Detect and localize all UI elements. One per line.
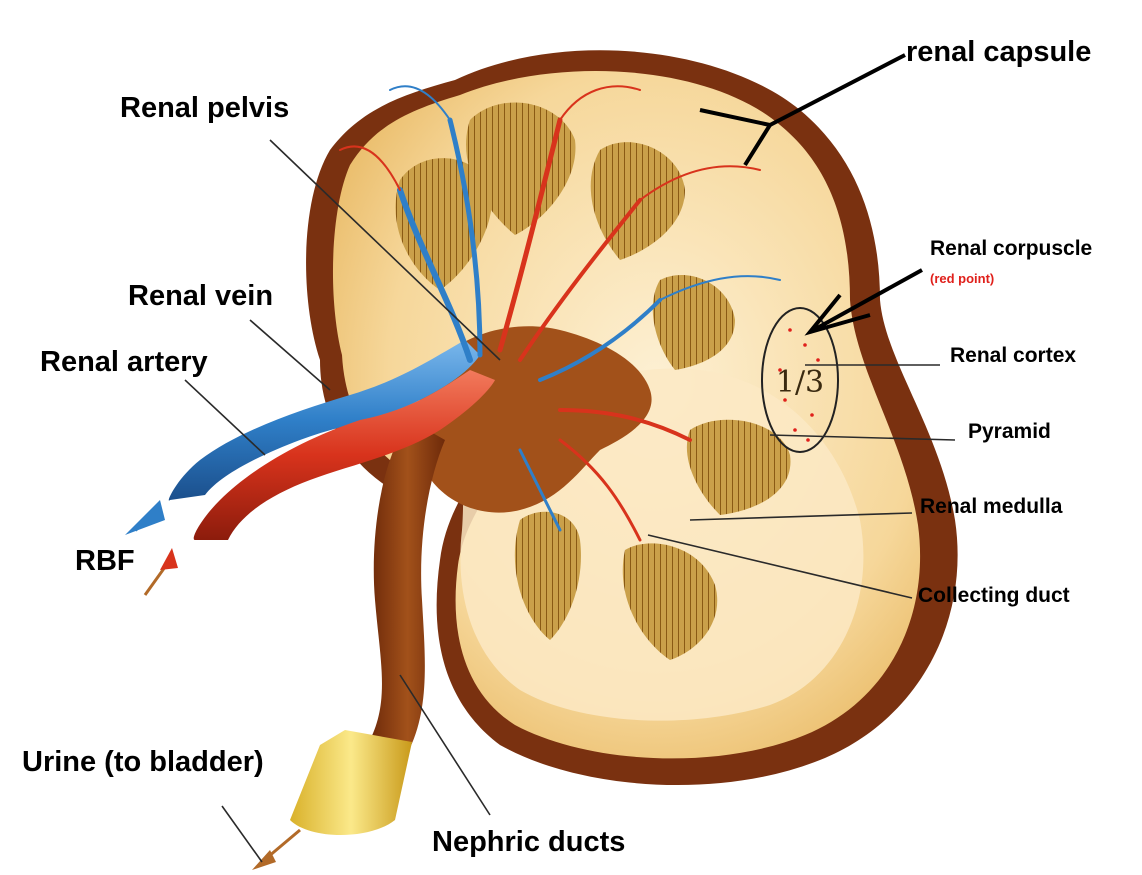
label-renal-corpuscle: Renal corpuscle xyxy=(930,238,1092,259)
label-collecting-duct: Collecting duct xyxy=(918,585,1070,606)
artery-inflow-arrowhead xyxy=(160,548,178,570)
ureter-tip xyxy=(290,730,412,835)
label-renal-medulla: Renal medulla xyxy=(920,496,1062,517)
label-renal-capsule: renal capsule xyxy=(906,38,1091,67)
label-pyramid: Pyramid xyxy=(968,421,1051,442)
cortex-fraction-text: 1/3 xyxy=(776,365,824,400)
label-urine: Urine (to bladder) xyxy=(22,748,264,777)
label-nephric-ducts: Nephric ducts xyxy=(432,828,625,857)
renal-artery-leader xyxy=(185,380,265,455)
vein-outflow-arrowhead xyxy=(125,500,165,535)
label-rbf: RBF xyxy=(75,547,135,576)
urine-leader xyxy=(222,806,262,862)
label-renal-cortex: Renal cortex xyxy=(950,345,1076,366)
label-red-point: (red point) xyxy=(930,272,994,285)
label-renal-artery: Renal artery xyxy=(40,348,208,377)
label-renal-vein: Renal vein xyxy=(128,282,273,311)
label-renal-pelvis: Renal pelvis xyxy=(120,94,289,123)
